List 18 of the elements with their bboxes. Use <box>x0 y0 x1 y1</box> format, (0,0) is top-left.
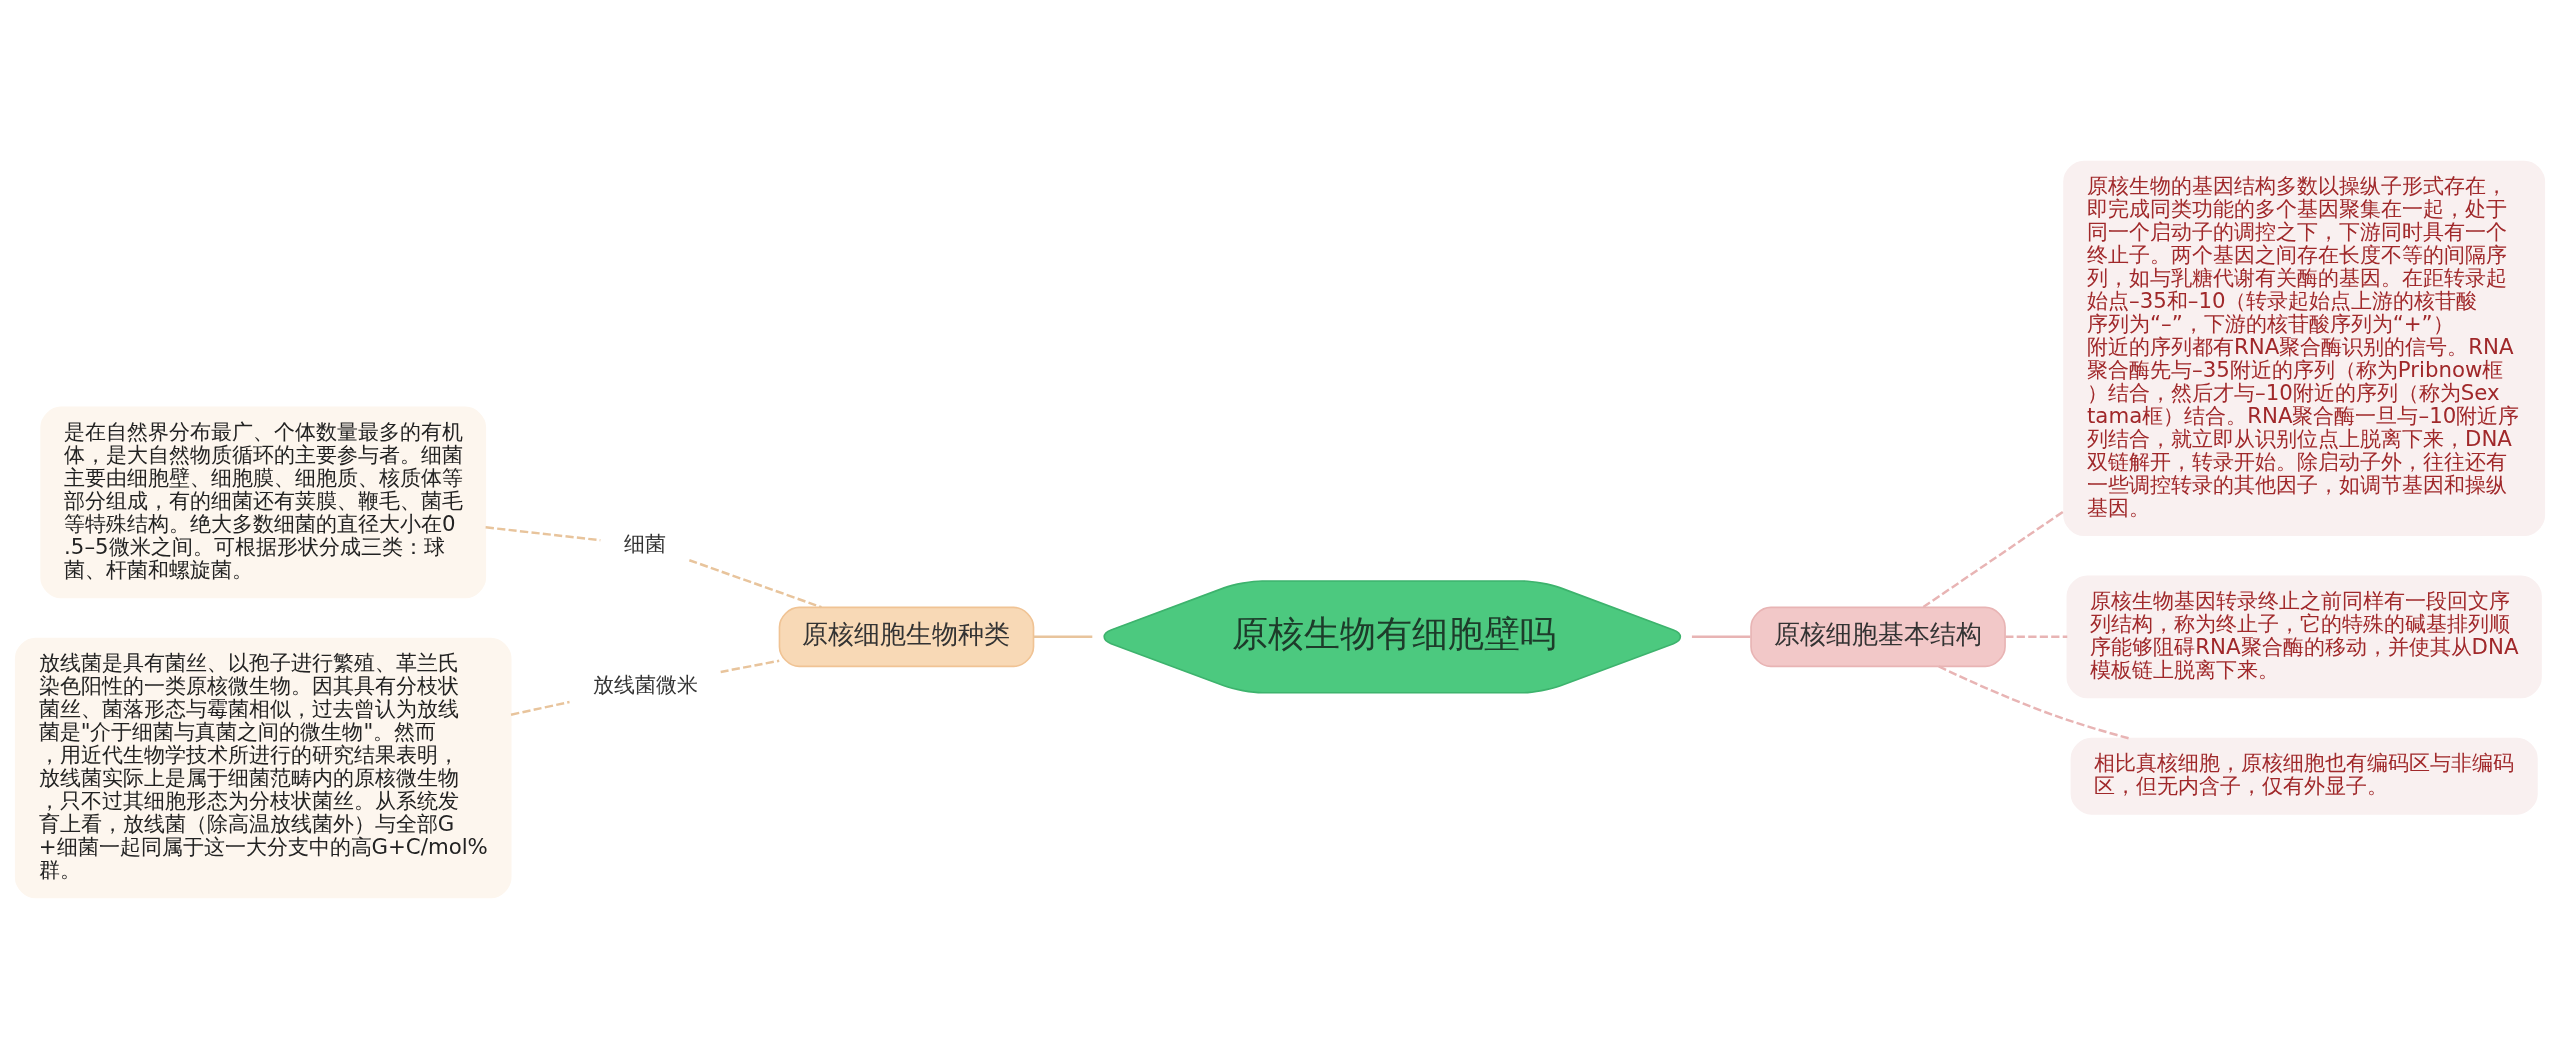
node-box: 相比真核细胞，原核细胞也有编码区与非编码区，但无内含子，仅有外显子。 <box>2070 737 2538 815</box>
connector <box>1922 509 2065 608</box>
connector <box>2005 635 2068 638</box>
connector <box>510 700 570 716</box>
node-ellipse: 原核生物有细胞壁吗 <box>1103 579 1682 694</box>
connector <box>1691 635 1751 638</box>
node-box: 是在自然界分布最广、个体数量最多的有机体，是大自然物质循环的主要参与者。细菌主要由细胞壁、细胞膜、细胞质、核质体等部分组成，有的细菌还有荚膜、鞭毛、菌毛等特殊结构。绝大多数细菌的直径大小在0.5–5微米之间。可根据形状分成三类：球菌、杆菌和螺旋菌。 <box>40 406 487 598</box>
node-box: 原核生物基因转录终止之前同样有一段回文序列结构，称为终止子，它的特殊的碱基排列顺序能够阻碍RNA聚合酶的移动，并使其从DNA模板链上脱离下来。 <box>2066 574 2542 698</box>
node-text: 细菌 <box>623 530 666 556</box>
node-box: 放线菌是具有菌丝、以孢子进行繁殖、革兰氏染色阳性的一类原核微生物。因其具有分枝状菌丝、菌落形态与霉菌相似，过去曾认为放线菌是"介于细菌与真菌之间的微生物"。然而，用近代生物学技术所进行的研究结果表明，放线菌实际上是属于细菌范畴内的原核微生物，只不过其细胞形态为分枝状菌丝。从系统发育上看，放线菌（除高温放线菌外）与全部G+细菌一起同属于这一大分支中的高G+C/mol%群。 <box>14 637 512 898</box>
connector <box>1033 635 1093 638</box>
connector <box>1938 664 2130 739</box>
node-box: 原核细胞基本结构 <box>1750 606 2006 667</box>
node-box: 原核生物的基因结构多数以操纵子形式存在，即完成同类功能的多个基因聚集在一起，处于同一个启动子的调控之下，下游同时具有一个终止子。两个基因之间存在长度不等的间隔序列，如与乳糖代谢有关酶的基因。在距转录起始点–35和–10（转录起始点上游的核苷酸序列为“–”，下游的核苷酸序列为“+”）附近的序列都有RNA聚合酶识别的信号。RNA聚合酶先与–35附近的序列（称为Pribnow框）结合，然后才与–10附近的序列（称为Sextama框）结合。RNA聚合酶一旦与–10附近序列结合，就立即从识别位点上脱离下来，DNA双链解开，转录开始。除启动子外，往往还有一些调控转录的其他因子，如调节基因和操纵基因。 <box>2063 160 2546 536</box>
connector <box>720 659 780 673</box>
node-box: 原核细胞生物种类 <box>778 606 1035 667</box>
node-text: 放线菌微米 <box>592 671 698 697</box>
connector <box>688 558 822 608</box>
